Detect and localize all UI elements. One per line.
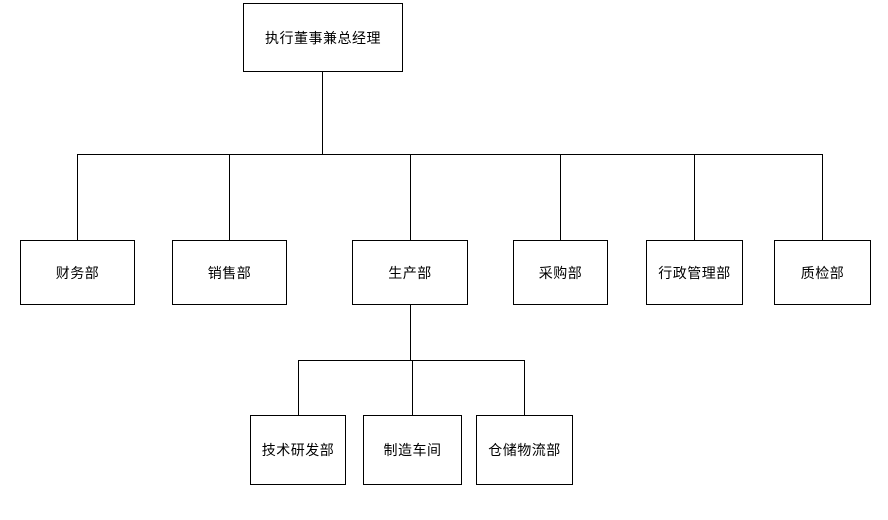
org-node-manufacturing-workshop: 制造车间	[363, 415, 462, 485]
org-node-executive-director-general-manager: 执行董事兼总经理	[243, 3, 403, 72]
connector-level2-bus	[77, 154, 823, 155]
connector-level3-bus	[298, 360, 525, 361]
connector-root-stub	[322, 72, 323, 154]
connector-drop-finance	[77, 154, 78, 240]
org-node-finance-dept: 财务部	[20, 240, 135, 305]
org-node-tech-rnd-dept: 技术研发部	[250, 415, 346, 485]
connector-production-stub	[410, 305, 411, 360]
org-node-warehouse-logistics-dept: 仓储物流部	[476, 415, 573, 485]
connector-drop-rnd	[298, 360, 299, 415]
org-node-quality-inspection-dept: 质检部	[774, 240, 871, 305]
connector-drop-workshop	[412, 360, 413, 415]
connector-drop-sales	[229, 154, 230, 240]
org-node-sales-dept: 销售部	[172, 240, 287, 305]
org-node-purchasing-dept: 采购部	[513, 240, 608, 305]
connector-drop-administration	[694, 154, 695, 240]
connector-drop-quality	[822, 154, 823, 240]
org-node-production-dept: 生产部	[352, 240, 468, 305]
org-node-administration-dept: 行政管理部	[646, 240, 743, 305]
connector-drop-purchasing	[560, 154, 561, 240]
connector-drop-logistics	[524, 360, 525, 415]
connector-drop-production	[410, 154, 411, 240]
